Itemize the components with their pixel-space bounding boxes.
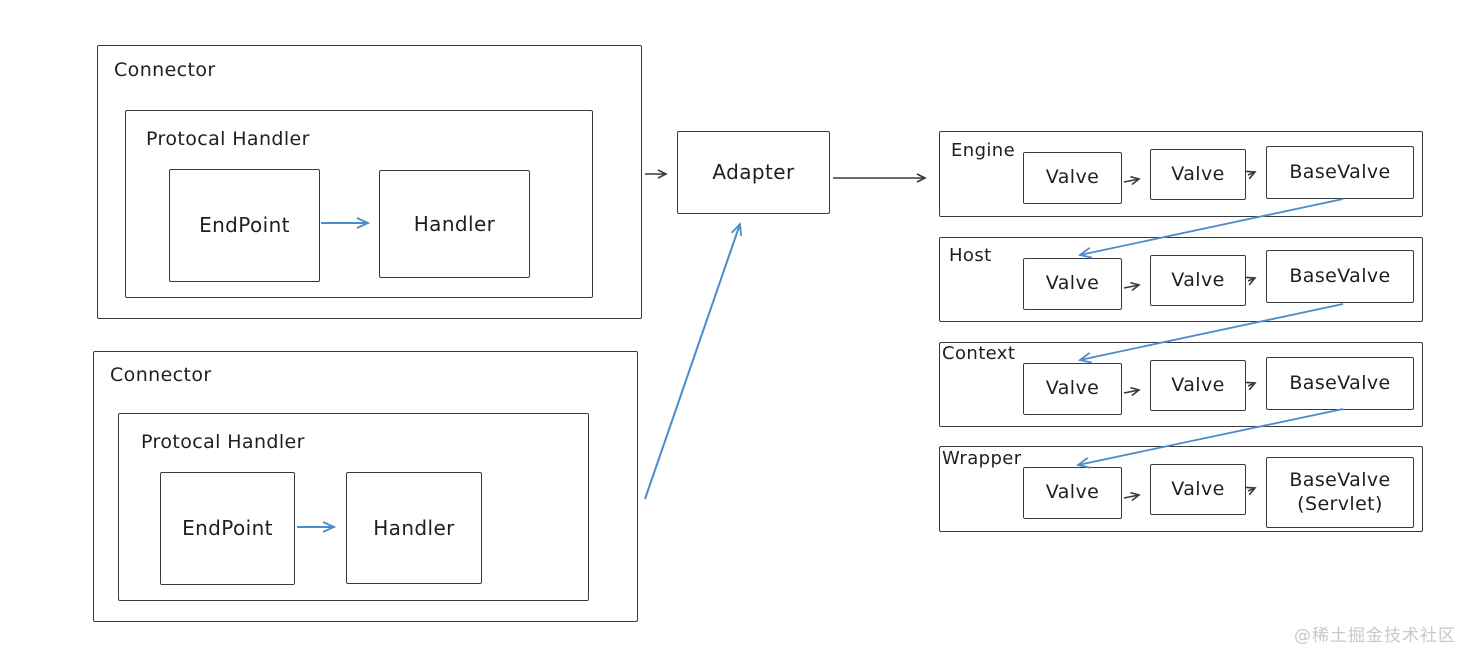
adapter-label: Adapter xyxy=(712,160,795,184)
handler-label-1: Handler xyxy=(413,211,496,236)
wrapper-label: Wrapper xyxy=(942,448,1022,469)
host-label: Host xyxy=(949,245,992,266)
context-valve2-box: Valve xyxy=(1150,360,1246,411)
context-basevalve-box: BaseValve xyxy=(1266,357,1414,410)
engine-valve2-box: Valve xyxy=(1150,149,1246,200)
handler-label-2: Handler xyxy=(373,515,455,540)
connector-label-2: Connector xyxy=(110,364,212,386)
host-valve2-label: Valve xyxy=(1171,268,1225,291)
host-valve2-box: Valve xyxy=(1150,255,1246,306)
endpoint-box-1: EndPoint xyxy=(169,169,320,282)
host-basevalve-label: BaseValve xyxy=(1289,264,1391,287)
wrapper-valve1-box: Valve xyxy=(1023,467,1122,519)
wrapper-basevalve-label: BaseValve xyxy=(1289,468,1391,491)
context-valve1-label: Valve xyxy=(1045,377,1100,400)
handler-box-2: Handler xyxy=(346,472,482,584)
engine-valve2-label: Valve xyxy=(1171,162,1225,185)
host-valve1-label: Valve xyxy=(1045,272,1100,295)
watermark-text: @稀土掘金技术社区 xyxy=(1294,626,1456,646)
engine-valve1-label: Valve xyxy=(1045,166,1100,189)
endpoint-box-2: EndPoint xyxy=(160,472,295,585)
endpoint-label-2: EndPoint xyxy=(182,516,273,540)
host-basevalve-box: BaseValve xyxy=(1266,250,1414,303)
wrapper-valve2-label: Valve xyxy=(1171,477,1225,500)
engine-valve1-box: Valve xyxy=(1023,152,1122,204)
context-basevalve-label: BaseValve xyxy=(1289,371,1391,394)
handler-box-1: Handler xyxy=(379,170,530,278)
endpoint-label-1: EndPoint xyxy=(199,213,290,237)
protocol-handler-box-1 xyxy=(125,110,593,298)
adapter-box: Adapter xyxy=(677,131,830,214)
wrapper-basevalve-sublabel: (Servlet) xyxy=(1297,492,1383,515)
wrapper-valve2-box: Valve xyxy=(1150,464,1246,515)
protocol-handler-box-2 xyxy=(118,413,589,601)
context-label: Context xyxy=(942,343,1016,364)
context-valve2-label: Valve xyxy=(1171,373,1225,396)
engine-basevalve-label: BaseValve xyxy=(1289,160,1391,183)
protocol-handler-label-1: Protocal Handler xyxy=(146,128,310,150)
arrow-connector2-to-adapter xyxy=(644,221,743,500)
connector-box-2 xyxy=(93,351,638,622)
wrapper-basevalve-box: BaseValve (Servlet) xyxy=(1266,457,1414,528)
connector-box-1 xyxy=(97,45,642,319)
wrapper-valve1-label: Valve xyxy=(1045,481,1100,504)
context-valve1-box: Valve xyxy=(1023,363,1122,415)
engine-label: Engine xyxy=(951,140,1016,161)
engine-basevalve-box: BaseValve xyxy=(1266,146,1414,199)
protocol-handler-label-2: Protocal Handler xyxy=(141,431,305,453)
connector-label-1: Connector xyxy=(114,59,216,81)
host-valve1-box: Valve xyxy=(1023,258,1122,310)
